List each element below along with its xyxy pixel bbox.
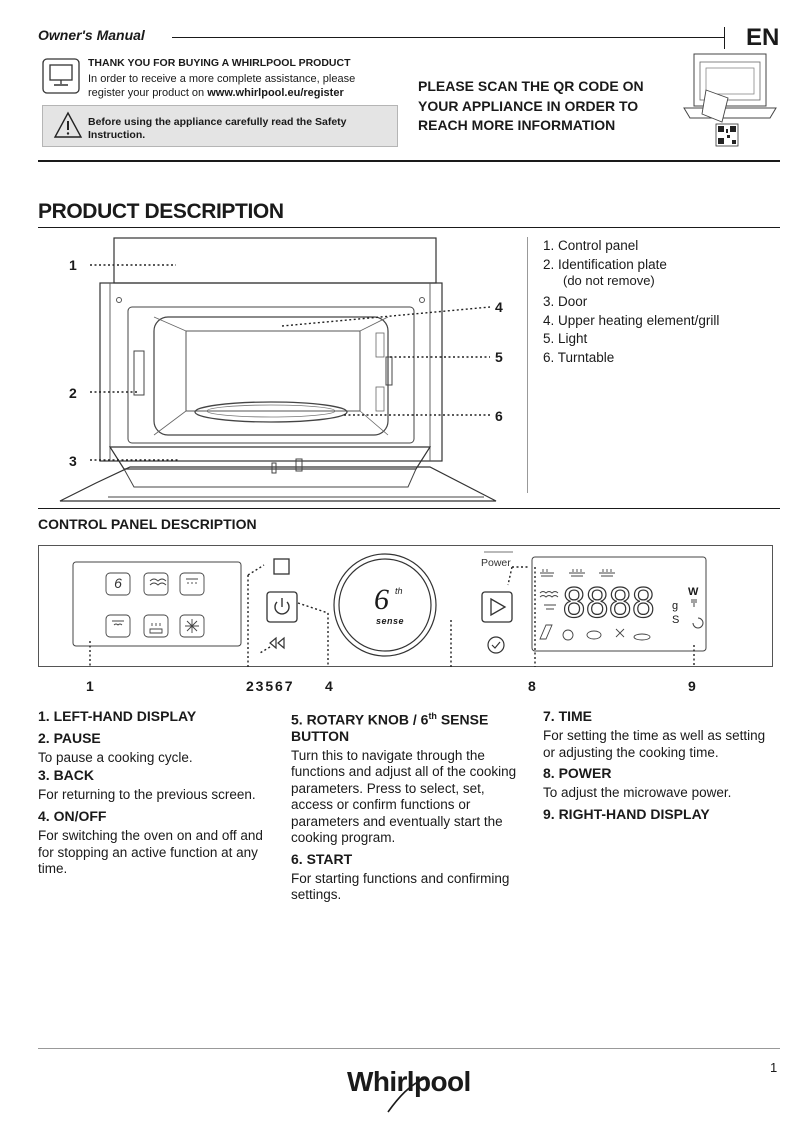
desc-back-text: For returning to the previous screen. xyxy=(38,786,256,802)
desc-pause-text: To pause a cooking cycle. xyxy=(38,750,193,765)
part-item: 4. Upper heating element/grill xyxy=(543,312,720,328)
callout-2: 2 xyxy=(69,385,77,401)
part-item: 1. Control panel xyxy=(543,238,639,253)
control-callout-8: 8 xyxy=(528,678,536,694)
computer-monitor-icon xyxy=(42,58,80,94)
appliance-qr-illustration xyxy=(683,53,777,147)
control-section-rule xyxy=(38,508,780,509)
footer-rule xyxy=(38,1048,780,1049)
desc-power-text: To adjust the microwave power. xyxy=(543,785,732,800)
description-column-2: 5. ROTARY KNOB / 6th SENSE BUTTON Turn t… xyxy=(291,708,527,904)
parts-list: 1. Control panel 2. Identification plate… xyxy=(543,237,719,367)
desc-onoff-title: 4. ON/OFF xyxy=(38,808,107,824)
warning-triangle-icon xyxy=(53,111,83,138)
qr-instructions: PLEASE SCAN THE QR CODE ON YOUR APPLIANC… xyxy=(418,77,668,136)
power-label: Power xyxy=(481,557,511,569)
header-rule xyxy=(172,37,724,38)
thanks-line-2-prefix: register your product on xyxy=(88,87,208,99)
desc-left-display-title: 1. LEFT-HAND DISPLAY xyxy=(38,708,197,724)
control-panel-drawing: 6 xyxy=(72,551,707,667)
qr-line-3: REACH MORE INFORMATION xyxy=(418,117,616,133)
desc-knob-title-sup: th xyxy=(428,711,437,721)
safety-line-2: Instruction. xyxy=(88,129,146,141)
safety-notice-box xyxy=(42,105,398,147)
product-description-heading: PRODUCT DESCRIPTION xyxy=(38,200,284,223)
qr-line-2: YOUR APPLIANCE IN ORDER TO xyxy=(418,97,639,114)
parts-divider xyxy=(527,237,528,493)
control-callout-group: 2 3 5 6 7 xyxy=(246,678,292,694)
unit-grams: g xyxy=(672,600,679,612)
page-number: 1 xyxy=(770,1060,778,1075)
product-heading-rule xyxy=(38,227,780,228)
desc-time-title: 7. TIME xyxy=(543,708,593,724)
control-callout-4: 4 xyxy=(325,678,333,694)
description-column-3: 7. TIME For setting the time as well as … xyxy=(543,708,773,822)
safety-text: Before using the appliance carefully rea… xyxy=(88,116,388,142)
knob-superscript: th xyxy=(395,586,403,596)
callout-4: 4 xyxy=(495,299,503,315)
part-item: 3. Door xyxy=(543,294,588,309)
part-item: 2. Identification plate xyxy=(543,256,667,272)
callout-1: 1 xyxy=(69,257,77,273)
desc-knob-text: Turn this to navigate through the functi… xyxy=(291,747,517,846)
control-callout-9: 9 xyxy=(688,678,696,694)
part-item: 5. Light xyxy=(543,331,588,346)
unit-seconds: S xyxy=(672,614,680,626)
thanks-text: In order to receive a more complete assi… xyxy=(88,72,388,100)
desc-pause-title: 2. PAUSE xyxy=(38,730,101,746)
desc-onoff-text: For switching the oven on and off and fo… xyxy=(38,828,263,876)
part-item-note: (do not remove) xyxy=(563,273,655,288)
qr-line-1: PLEASE SCAN THE QR CODE ON xyxy=(418,78,644,94)
manual-title: Owner's Manual xyxy=(38,27,145,43)
logo-swoosh xyxy=(387,1077,427,1113)
language-code: EN xyxy=(746,24,780,51)
whirlpool-logo: Whirlpool xyxy=(347,1066,471,1097)
desc-back-title: 3. BACK xyxy=(38,766,95,783)
safety-line-1: Before using the appliance carefully rea… xyxy=(88,116,347,128)
unit-watts: W xyxy=(688,586,699,598)
control-panel-heading: CONTROL PANEL DESCRIPTION xyxy=(38,516,257,532)
desc-start-title: 6. START xyxy=(291,850,353,867)
desc-time-text: For setting the time as well as setting … xyxy=(543,728,766,760)
knob-six: 6 xyxy=(374,583,389,616)
register-link[interactable]: www.whirlpool.eu/register xyxy=(207,87,344,99)
desc-power-title: 8. POWER xyxy=(543,765,612,781)
callout-5: 5 xyxy=(495,349,503,365)
desc-start-text: For starting functions and confirming se… xyxy=(291,870,510,903)
oven-diagram xyxy=(59,237,497,502)
description-column-1: 1. LEFT-HAND DISPLAY 2. PAUSE To pause a… xyxy=(38,708,274,878)
desc-right-display-title: 9. RIGHT-HAND DISPLAY xyxy=(543,805,710,822)
control-callout-1: 1 xyxy=(86,678,94,694)
desc-knob-title-a: 5. ROTARY KNOB / 6 xyxy=(291,711,429,728)
desc-knob-title-b: SENSE BUTTON xyxy=(291,711,489,744)
svg-text:6: 6 xyxy=(114,575,122,591)
desc-knob-title: 5. ROTARY KNOB / 6th SENSE BUTTON xyxy=(291,708,527,744)
top-section-rule xyxy=(38,160,780,162)
callout-3: 3 xyxy=(69,453,77,469)
header-rule-tick xyxy=(724,27,725,49)
part-item: 6. Turntable xyxy=(543,349,615,365)
thanks-line-1: In order to receive a more complete assi… xyxy=(88,73,356,85)
control-panel-outline xyxy=(38,545,773,667)
thanks-title: THANK YOU FOR BUYING A WHIRLPOOL PRODUCT xyxy=(88,57,351,69)
time-display-digits: 8888 xyxy=(561,581,656,627)
knob-sense-label: sense xyxy=(376,616,405,626)
thanks-line-2: register your product on www.whirlpool.e… xyxy=(88,86,388,100)
callout-6: 6 xyxy=(495,408,503,424)
